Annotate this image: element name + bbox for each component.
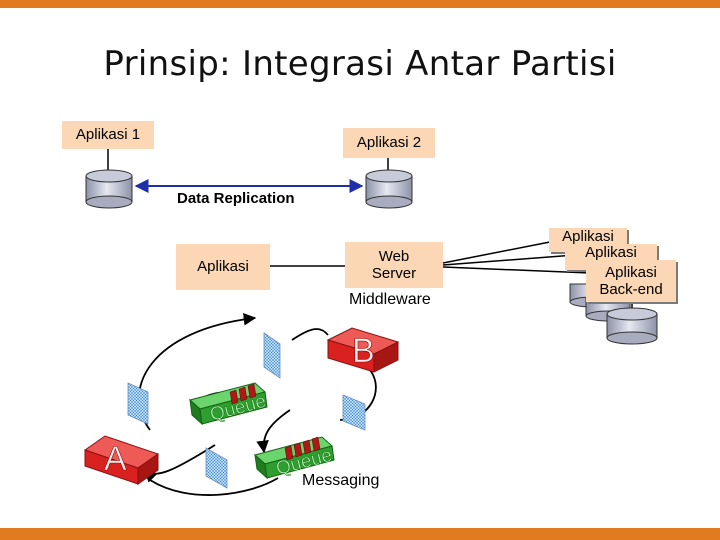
- backend-front-line2: Back-end: [599, 281, 663, 298]
- aplikasi-1-label: Aplikasi 1: [75, 126, 141, 144]
- messaging-label: Messaging: [302, 472, 380, 489]
- node-b-label: B: [352, 332, 375, 370]
- backend-mid-label: Aplikasi: [585, 244, 637, 261]
- middleware-label: Middleware: [349, 291, 431, 308]
- slide-title: Prinsip: Integrasi Antar Partisi: [103, 44, 617, 84]
- aplikasi-2-label: Aplikasi 2: [356, 134, 422, 152]
- aplikasi-box: Aplikasi: [176, 244, 270, 290]
- database-1-icon: [85, 169, 133, 209]
- database-2-icon: [365, 169, 413, 209]
- backend-database-3-icon: [606, 302, 658, 345]
- backend-box-front: Aplikasi Back-end: [586, 260, 676, 302]
- aplikasi-2-box: Aplikasi 2: [343, 128, 435, 158]
- top-accent-bar: [0, 0, 720, 8]
- filter-panel-1-icon: [263, 332, 281, 379]
- data-replication-label: Data Replication: [177, 190, 295, 207]
- filter-panel-2-icon: [127, 382, 149, 425]
- aplikasi-1-box: Aplikasi 1: [62, 121, 154, 149]
- node-a-icon: [83, 435, 160, 485]
- aplikasi-label: Aplikasi: [197, 258, 249, 276]
- backend-front-line1: Aplikasi: [605, 263, 657, 281]
- backend-back-label: Aplikasi: [562, 228, 614, 245]
- bottom-accent-bar: [0, 528, 720, 540]
- node-a-label: A: [104, 440, 127, 478]
- queue-upper-icon: [188, 382, 268, 426]
- filter-panel-4-icon: [205, 447, 228, 489]
- queue-lower-icon: [253, 436, 335, 480]
- node-b-icon: [326, 327, 400, 373]
- filter-panel-3-icon: [342, 394, 366, 431]
- web-server-box: Web Server: [345, 242, 443, 288]
- backend-connectors: [442, 239, 591, 274]
- web-server-line1: Web: [378, 247, 410, 265]
- web-server-line2: Server: [371, 265, 417, 282]
